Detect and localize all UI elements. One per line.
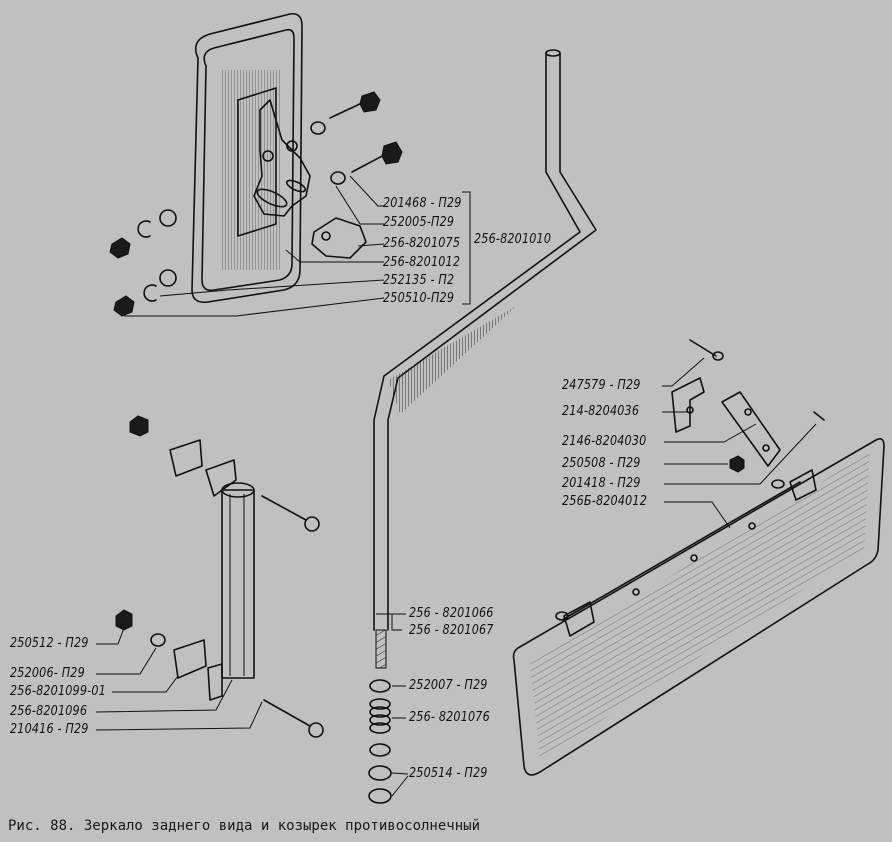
bracket-tube xyxy=(205,459,255,701)
part-label: 210416 - П29 xyxy=(10,721,89,737)
nut-left-upper xyxy=(109,237,131,259)
bracket-washer-lower xyxy=(150,633,166,647)
part-label: 256Б-8204012 xyxy=(562,493,647,509)
bracket-bolt-lower xyxy=(263,699,324,738)
part-label: 250510-П29 xyxy=(383,290,455,306)
washer-lower xyxy=(330,171,346,185)
part-label: 250514 - П29 xyxy=(409,765,488,781)
spring-washer-left-lower xyxy=(143,284,157,302)
bracket-top-nut xyxy=(129,415,149,437)
figure-caption: Рис. 88. Зеркало заднего вида и козырек … xyxy=(8,818,481,834)
bolt-upper xyxy=(329,91,381,119)
part-label: 256-8201099-01 xyxy=(10,683,106,699)
bracket-bolt-upper xyxy=(261,495,320,532)
mirror-rod xyxy=(373,49,597,669)
visor-bracket xyxy=(671,377,705,433)
visor-hinge-right xyxy=(771,469,817,501)
part-label: 256 - 8201066 xyxy=(409,605,494,621)
part-label: 201468 - П29 xyxy=(383,195,462,211)
washer-left-lower xyxy=(159,269,177,287)
spring-washer-left-upper xyxy=(137,220,151,238)
part-label: 252007 - П29 xyxy=(409,677,488,693)
mirror-leaders xyxy=(124,175,471,317)
part-label: 214-8204036 xyxy=(562,403,640,419)
sun-visor-panel xyxy=(512,438,885,776)
assembly-label: 256-8201010 xyxy=(474,231,552,247)
rod-nut-upper xyxy=(368,765,392,781)
nut-left-lower xyxy=(113,295,135,317)
part-label: 250512 - П29 xyxy=(10,635,89,651)
part-label: 252135 - П2 xyxy=(383,272,455,288)
visor-nut xyxy=(729,455,745,473)
visor-screw xyxy=(689,339,724,361)
bracket-leaders xyxy=(95,627,263,731)
part-label: 2146-8204030 xyxy=(562,433,647,449)
visor-leaders xyxy=(662,357,817,529)
rod-leaders xyxy=(376,613,409,797)
rod-washer xyxy=(369,679,391,693)
visor-hinge-left xyxy=(555,601,595,637)
clamp xyxy=(311,217,367,259)
mirror-body xyxy=(191,12,311,304)
bracket-top-plate xyxy=(169,439,203,477)
part-label: 256-8201012 xyxy=(383,254,461,270)
part-label: 256-8201096 xyxy=(10,703,88,719)
part-label: 250508 - П29 xyxy=(562,455,641,471)
part-label: 252006- П29 xyxy=(10,665,85,681)
part-label: 256-8201075 xyxy=(383,235,461,251)
rod-spring xyxy=(369,698,391,734)
part-label: 201418 - П29 xyxy=(562,475,641,491)
bracket-lower-plate xyxy=(173,639,207,679)
part-label: 256- 8201076 xyxy=(409,709,490,725)
part-label: 247579 - П29 xyxy=(562,377,641,393)
washer-left-upper xyxy=(159,209,177,227)
visor-arm xyxy=(721,391,781,467)
part-label: 252005-П29 xyxy=(383,214,455,230)
bracket-nut-lower xyxy=(115,609,133,631)
washer-upper xyxy=(310,121,326,135)
rod-flat-washer xyxy=(369,743,391,757)
bolt-lower xyxy=(351,141,403,173)
part-label: 256 - 8201067 xyxy=(409,622,494,638)
rod-nut-lower xyxy=(368,788,392,804)
visor-pin xyxy=(813,411,825,421)
